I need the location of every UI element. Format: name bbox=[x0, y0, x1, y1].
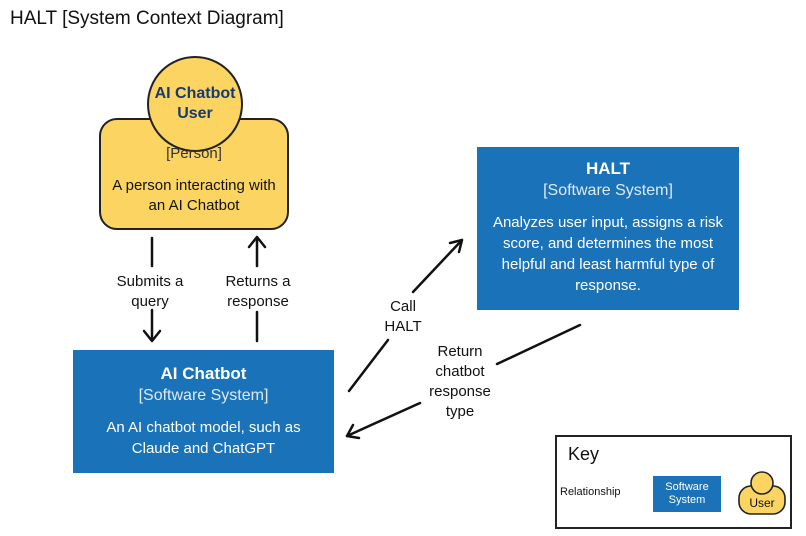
halt-system-type: [Software System] bbox=[543, 182, 673, 199]
label-submits-query: Submits a query bbox=[116, 273, 184, 310]
halt-system-box: HALT [Software System] Analyzes user inp… bbox=[477, 147, 739, 310]
arrow-returns-head bbox=[247, 235, 267, 249]
halt-system-description: Analyzes user input, assigns a risk scor… bbox=[492, 214, 724, 294]
key-relationship-label: Relationship bbox=[560, 486, 621, 498]
key-software-system: Software System bbox=[653, 476, 721, 512]
label-call-halt: Call HALT bbox=[384, 298, 422, 335]
label-returns-response: Returns a response bbox=[225, 273, 291, 310]
person-body bbox=[99, 118, 289, 230]
arrow-call-bottom bbox=[347, 338, 390, 393]
key-user-label: User bbox=[749, 496, 775, 510]
halt-system-name: HALT bbox=[585, 159, 631, 178]
label-return-response-type: Return chatbot response type bbox=[429, 343, 491, 420]
arrow-call-head bbox=[448, 238, 464, 254]
diagram-title: HALT [System Context Diagram] bbox=[10, 8, 284, 29]
arrow-return-top bbox=[495, 323, 582, 366]
chatbot-system-box: AI Chatbot [Software System] An AI chatb… bbox=[73, 350, 334, 473]
person-type: [Person] bbox=[166, 145, 222, 162]
chatbot-system-description: An AI chatbot model, such as Claude and … bbox=[106, 419, 301, 457]
arrow-return-bottom bbox=[345, 401, 422, 438]
arrow-return-head bbox=[345, 423, 361, 440]
key-software-system-label: Software System bbox=[665, 481, 709, 506]
person-description: A person interacting with an AI Chatbot bbox=[112, 177, 276, 214]
person-name: AI Chatbot User bbox=[154, 85, 236, 122]
arrow-call-top bbox=[411, 238, 464, 294]
key-user-icon bbox=[738, 471, 786, 515]
key-title: Key bbox=[568, 444, 600, 464]
arrow-submits-head bbox=[142, 329, 162, 343]
person-head: AI Chatbot User bbox=[147, 56, 243, 152]
chatbot-system-name: AI Chatbot bbox=[160, 364, 247, 383]
chatbot-system-type: [Software System] bbox=[138, 387, 269, 404]
